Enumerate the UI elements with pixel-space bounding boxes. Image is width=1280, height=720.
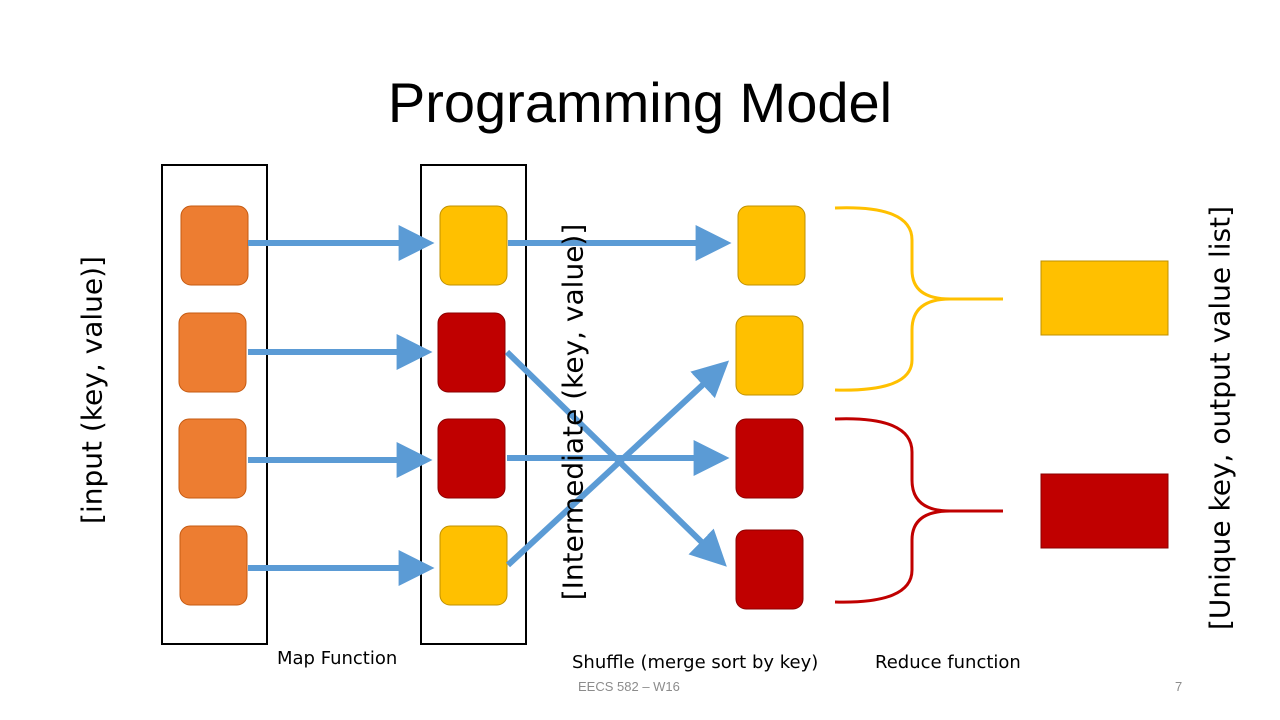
reduce-caption: Reduce function [875,652,1021,673]
input-record [180,205,249,286]
input-frame [161,164,268,645]
output-label: [Unique key, output value list] [1203,205,1237,631]
shuffle-arrow [505,360,730,568]
shuffled-record [737,205,806,286]
output-record [1040,473,1169,549]
map-function-caption: Map Function [277,648,398,669]
output-record [1040,260,1169,336]
intermediate-record [437,418,506,499]
input-label: [input (key, value)] [75,256,109,524]
intermediate-record [437,312,506,393]
intermediate-record [439,205,508,286]
shuffled-record [735,315,804,396]
slide-title: Programming Model [387,71,893,134]
intermediate-label: [Intermediate (key, value)] [556,223,590,601]
reduce-brace-yellow [834,206,1003,392]
shuffled-record [735,418,804,499]
intermediate-record [439,525,508,606]
shuffled-record [735,529,804,610]
footer-course: EECS 582 – W16 [578,679,680,694]
page-number: 7 [1175,679,1183,694]
reduce-brace-red [834,417,1003,604]
input-record [179,525,248,606]
input-record [178,312,247,393]
shuffle-caption: Shuffle (merge sort by key) [572,652,819,673]
input-record [178,418,247,499]
intermediate-frame [420,164,527,645]
